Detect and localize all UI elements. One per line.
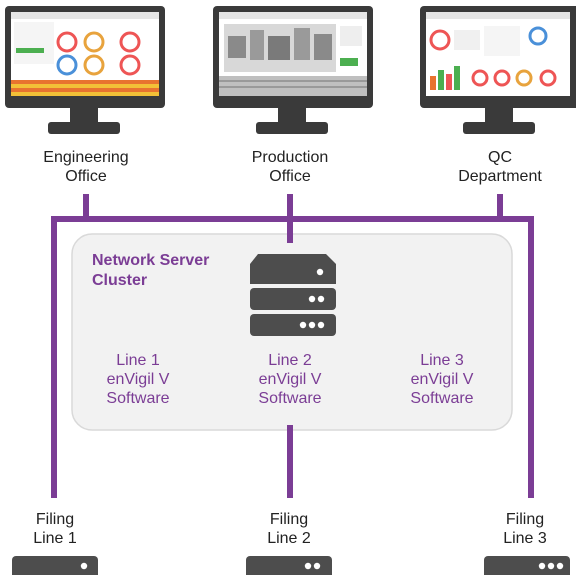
filing-line-label-2: Filing Line 2	[267, 511, 311, 547]
filing-line-label-1: Filing Line 1	[33, 511, 77, 547]
filing-line-unit-icon	[484, 556, 570, 575]
software-label-line-3: Line 3 enVigil V Software	[410, 352, 474, 407]
software-label-line-2: Line 2 enVigil V Software	[258, 352, 322, 407]
office-label-engineering: Engineering Office	[43, 149, 129, 185]
monitor-icon	[5, 6, 165, 134]
filing-line-unit-icon	[12, 556, 98, 575]
software-label-line-1: Line 1 enVigil V Software	[106, 352, 170, 407]
monitor-icon	[420, 6, 576, 134]
server-stack-icon	[250, 254, 336, 336]
cluster-title: Network Server Cluster	[92, 252, 210, 289]
office-label-production: Production Office	[251, 149, 329, 185]
filing-line-unit-icon	[246, 556, 332, 575]
filing-line-label-3: Filing Line 3	[503, 511, 547, 547]
monitor-icon	[213, 6, 373, 134]
network-lines	[51, 194, 534, 498]
office-label-qc: QC Department	[458, 149, 542, 185]
